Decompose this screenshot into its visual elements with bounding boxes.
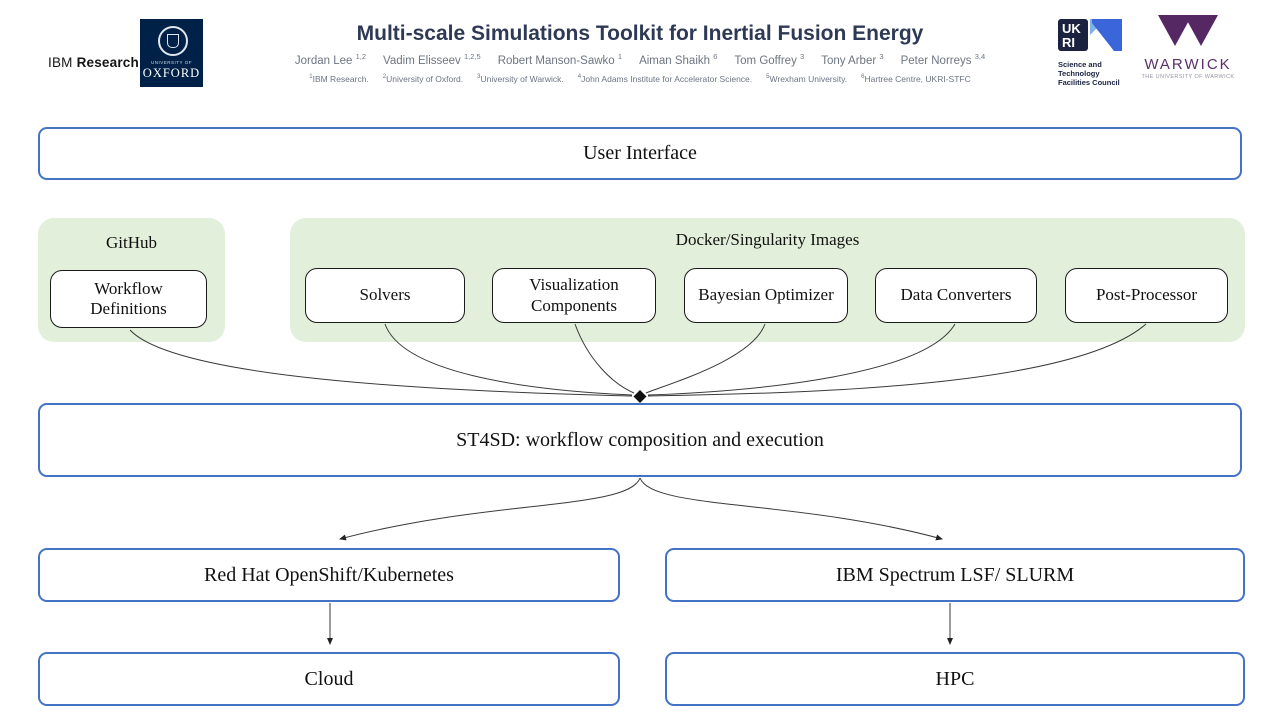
oxford-logo-line2: OXFORD [142,66,201,80]
author: Aiman Shaikh 6 [639,52,718,67]
docker-panel-label: Docker/Singularity Images [675,230,860,249]
ibm-logo-text: IBM [48,55,73,70]
warwick-logo: WARWICK THE UNIVERSITY OF WARWICK [1140,15,1236,80]
affiliation: 1IBM Research. [309,74,369,84]
ukri-mark-icon: UK RI [1058,19,1122,51]
poster-title: Multi-scale Simulations Toolkit for Iner… [356,22,924,45]
warwick-name: WARWICK [1144,56,1232,73]
svg-text:RI: RI [1062,35,1075,50]
bayesian-optimizer-box: Bayesian Optimizer [684,268,848,323]
ibm-research-text: Research [76,55,139,70]
author: Vadim Elisseev 1,2,5 [383,52,481,67]
github-panel-label: GitHub [106,233,157,252]
author: Peter Norreys 3,4 [900,52,986,67]
affiliation: 3University of Warwick. [477,74,564,84]
affiliation: 6Hartree Centre, UKRI-STFC [861,74,971,84]
oxford-logo-line1: UNIVERSITY OF [151,60,192,65]
post-processor-box: Post-Processor [1065,268,1228,323]
oxford-logo: UNIVERSITY OF OXFORD [140,19,203,87]
openshift-kubernetes-box: Red Hat OpenShift/Kubernetes [38,548,620,602]
affiliation: 5Wrexham University. [766,74,848,84]
solvers-box: Solvers [305,268,465,323]
ibm-research-logo: IBM Research [48,55,139,70]
st4sd-box: ST4SD: workflow composition and executio… [38,403,1242,477]
data-converters-box: Data Converters [875,268,1037,323]
author: Tom Goffrey 3 [734,52,805,67]
workflow-definitions-box: Workflow Definitions [50,270,207,328]
hpc-box: HPC [665,652,1245,706]
author: Robert Manson-Sawko 1 [497,52,623,67]
affiliation-list: 1IBM Research. 2University of Oxford. 3U… [0,74,1280,84]
affiliation: 2University of Oxford. [382,74,464,84]
affiliation: 4John Adams Institute for Accelerator Sc… [577,74,753,84]
svg-text:UK: UK [1062,21,1081,36]
ukri-stfc-logo: UK RI Science and Technology Facilities … [1058,13,1136,87]
user-interface-box: User Interface [38,127,1242,180]
warwick-caption: THE UNIVERSITY OF WARWICK [1141,74,1235,80]
author: Jordan Lee 1,2 [294,52,367,67]
author-list: Jordan Lee 1,2 Vadim Elisseev 1,2,5 Robe… [0,52,1280,67]
author: Tony Arber 3 [821,52,884,67]
cloud-box: Cloud [38,652,620,706]
spectrum-lsf-slurm-box: IBM Spectrum LSF/ SLURM [665,548,1245,602]
warwick-w-icon [1158,15,1218,46]
oxford-crest-icon [158,26,188,56]
ukri-caption: Science and Technology Facilities Counci… [1058,60,1120,87]
visualization-components-box: Visualization Components [492,268,656,323]
convergence-point [633,390,647,403]
